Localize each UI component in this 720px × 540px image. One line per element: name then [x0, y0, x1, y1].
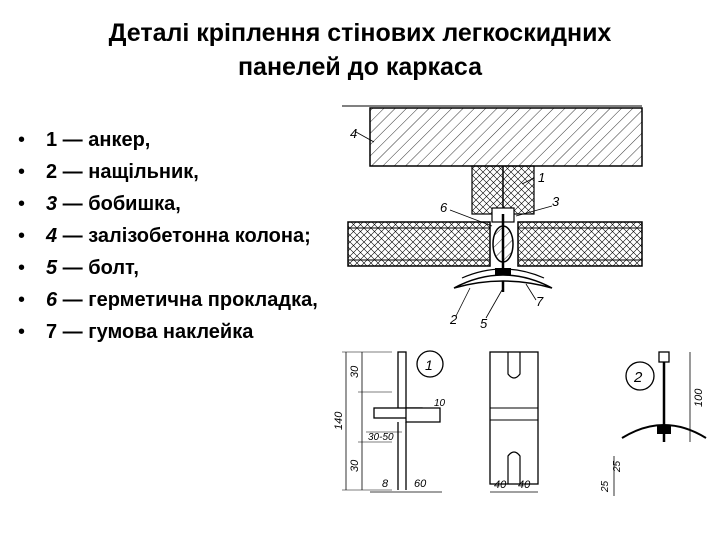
legend-separator: —: [57, 225, 89, 247]
dim-40-right: 40: [518, 479, 531, 491]
legend-list: 1 — анкер, 2 — нащільник, 3 — бобишка, 4…: [18, 128, 318, 352]
dim-8: 8: [382, 478, 389, 490]
legend-item: 6 — герметична прокладка,: [18, 288, 318, 312]
bolt-washer: [621, 424, 707, 439]
detail-2-label: 2: [633, 369, 643, 386]
leader-line: [455, 287, 471, 317]
leader-line: [521, 177, 535, 185]
wall-panel-right: [517, 221, 643, 267]
dim-25-left: 25: [600, 480, 611, 493]
detail-1-front: 40 40: [489, 351, 539, 493]
legend-number: 1: [46, 129, 58, 151]
technical-drawing: 4 1 3 6 2 5 7 1: [333, 105, 707, 496]
legend-item: 7 — гумова наклейка: [18, 320, 318, 344]
legend-text: болт,: [88, 257, 139, 279]
callout-4: 4: [350, 126, 357, 141]
legend-text: герметична прокладка,: [88, 289, 318, 311]
legend-separator: —: [57, 129, 89, 151]
bolt-head: [658, 351, 670, 363]
legend-item: 3 — бобишка,: [18, 192, 318, 216]
dim-30-top: 30: [349, 365, 361, 378]
detail-marker-2: [625, 361, 655, 391]
legend-item: 5 — болт,: [18, 256, 318, 280]
legend-number: 7: [46, 321, 58, 343]
anchor-stem: [397, 351, 407, 413]
dim-25-right: 25: [612, 460, 623, 473]
dim-30-bottom: 30: [349, 459, 361, 472]
anchor-slot-top: [507, 352, 521, 379]
wall-panel-left: [347, 221, 491, 267]
legend-separator: —: [57, 257, 89, 279]
legend-text: бобишка,: [88, 193, 181, 215]
legend-separator: —: [57, 193, 89, 215]
concrete-column: [369, 107, 643, 167]
bolt-nut: [657, 426, 671, 434]
leader-line: [355, 131, 375, 143]
legend-item: 2 — нащільник,: [18, 160, 318, 184]
dim-40-left: 40: [494, 479, 507, 491]
legend-number: 3: [46, 193, 58, 215]
leader-line: [515, 205, 553, 217]
legend-separator: —: [57, 321, 89, 343]
callout-6: 6: [440, 200, 448, 215]
legend-number: 5: [46, 257, 58, 279]
legend-number: 2: [46, 161, 58, 183]
legend-number: 4: [46, 225, 58, 247]
bolt-nut: [495, 268, 511, 275]
title-line-2: панелей до каркаса: [237, 53, 483, 81]
leader-line: [525, 283, 537, 301]
leader-line: [485, 289, 503, 319]
legend-item: 1 — анкер,: [18, 128, 318, 152]
detail-marker-1: [416, 350, 444, 378]
callout-2: 2: [449, 312, 458, 327]
anchor-flange: [405, 407, 441, 423]
detail-2-bolt: 2 100 25 25: [600, 351, 707, 496]
rubber-pad: [461, 268, 545, 279]
callout-5: 5: [480, 316, 488, 331]
detail-1-anchor: 1 140 30 30 10 30-50 8 60: [333, 350, 446, 493]
slide-title: Деталі кріплення стінових легкоскидних п…: [40, 16, 680, 84]
dim-60: 60: [414, 478, 427, 490]
legend-number: 6: [46, 289, 58, 311]
anchor-front-plate: [489, 351, 539, 485]
legend-text: залізобетонна колона;: [88, 225, 311, 247]
dim-100: 100: [693, 388, 705, 407]
callout-3: 3: [552, 194, 560, 209]
legend-separator: —: [57, 161, 89, 183]
callout-7: 7: [536, 294, 544, 309]
title-line-1: Деталі кріплення стінових легкоскидних: [108, 19, 612, 47]
legend-text: гумова наклейка: [88, 321, 254, 343]
dim-140: 140: [333, 411, 345, 430]
cover-strip: [453, 274, 553, 289]
legend-separator: —: [57, 289, 89, 311]
legend-item: 4 — залізобетонна колона;: [18, 224, 318, 248]
legend-text: нащільник,: [88, 161, 199, 183]
anchor-slot-bottom: [507, 451, 521, 484]
legend-text: анкер,: [88, 129, 151, 151]
dim-10: 10: [434, 398, 446, 409]
detail-1-label: 1: [425, 357, 433, 373]
dim-30-50: 30-50: [368, 432, 394, 443]
callout-1: 1: [538, 170, 545, 185]
main-assembly: 4 1 3 6 2 5 7: [342, 105, 643, 331]
